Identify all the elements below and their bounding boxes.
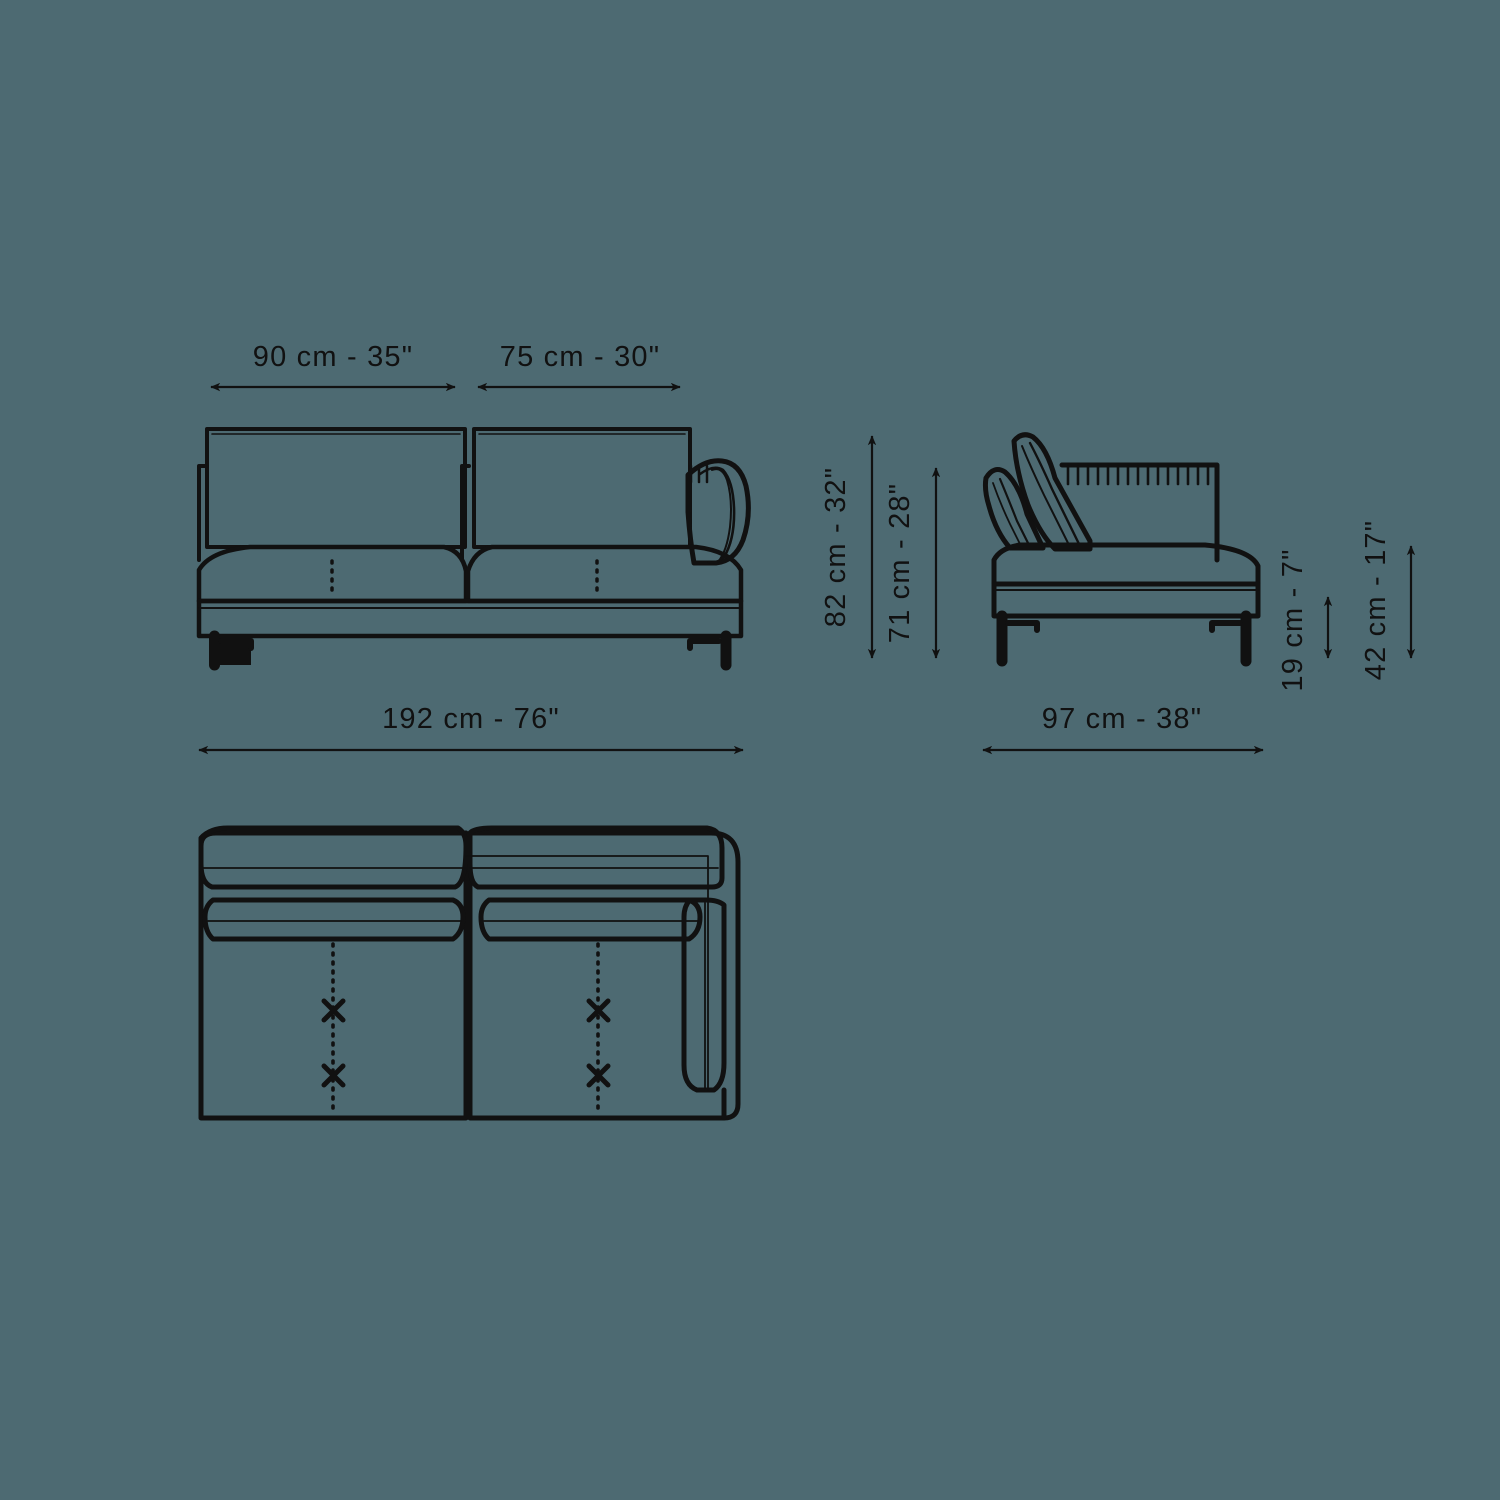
side-back-panel <box>1059 462 1220 563</box>
dim-label-seat-right: 75 cm - 30" <box>500 341 661 373</box>
side-back-cushion-rear-seam2 <box>1021 445 1071 548</box>
side-elevation-group <box>982 432 1261 667</box>
side-seat-cushion <box>991 542 1261 587</box>
dim-label-total-width: 192 cm - 76" <box>382 703 560 735</box>
plan-right-seat-cushion <box>478 897 703 942</box>
plan-right-arm-frame <box>465 855 709 1091</box>
front-dimension-lines <box>198 382 744 755</box>
front-leg-left-shelf <box>218 638 254 651</box>
plan-left-x-marks <box>321 998 346 1088</box>
plan-left-back-cushion <box>198 825 469 890</box>
plan-right-back-cushion <box>467 825 725 890</box>
side-back-hatch-ticks <box>1066 465 1210 486</box>
front-back-right-riser <box>460 464 471 562</box>
front-right-arm-inner-b <box>711 468 732 563</box>
front-leg-right-shelf <box>687 638 722 651</box>
dim-label-total-depth: 97 cm - 38" <box>1042 703 1203 735</box>
dim-label-back-height: 71 cm - 28" <box>884 483 916 644</box>
front-back-cushion-right <box>472 427 692 549</box>
side-back-cushion-front <box>982 467 1046 551</box>
side-back-cushion-front-seam <box>998 477 1032 549</box>
front-back-left-riser <box>197 464 209 562</box>
side-back-cushion-rear <box>1011 432 1093 552</box>
side-base-frame <box>991 581 1261 619</box>
side-leg-right-shelf <box>1209 620 1243 633</box>
dim-label-leg-height: 19 cm - 7" <box>1277 548 1309 691</box>
front-seat-cushion-left <box>196 544 469 604</box>
side-dimension-lines <box>867 435 1416 755</box>
side-back-cushion-front-seam2 <box>992 482 1023 549</box>
front-elevation-group <box>196 427 751 671</box>
dim-label-seat-left: 90 cm - 35" <box>253 341 414 373</box>
plan-left-seat-cushion <box>202 897 466 942</box>
dim-label-total-height: 82 cm - 32" <box>820 467 852 628</box>
plan-right-body <box>467 830 741 1121</box>
front-seat-stitching <box>330 559 599 594</box>
side-back-cushion-rear-seam <box>1028 441 1082 548</box>
dim-label-seat-height: 42 cm - 17" <box>1360 520 1392 681</box>
front-base-frame <box>196 598 744 639</box>
plan-right-arm-outer <box>681 897 727 1093</box>
plan-right-x-marks <box>586 998 611 1088</box>
plan-view-group <box>198 825 741 1121</box>
front-seat-cushion-right <box>465 544 744 604</box>
front-back-cushion-left <box>205 427 467 549</box>
side-leg-left-shelf <box>1005 620 1040 633</box>
front-right-arm-outer <box>685 458 751 566</box>
